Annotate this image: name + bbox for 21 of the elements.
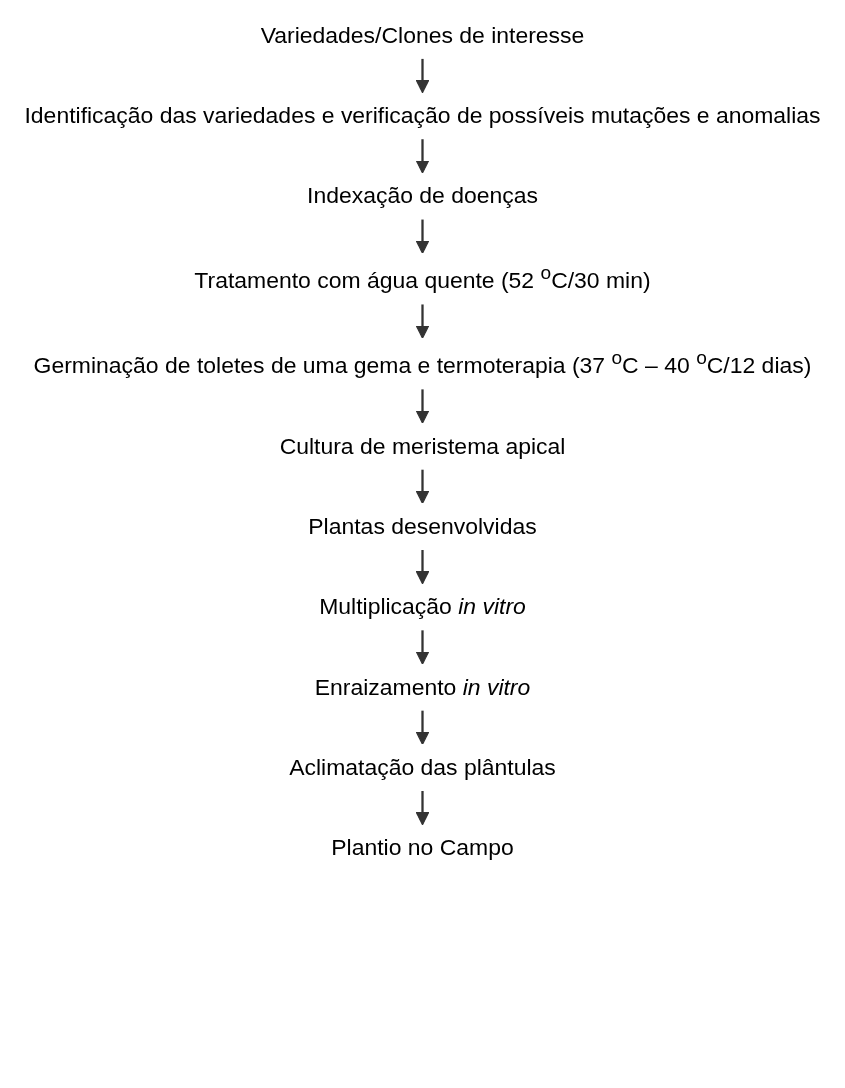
arrow xyxy=(415,304,430,339)
arrow xyxy=(415,550,430,585)
node-text: Aclimatação das plântulas xyxy=(289,753,556,780)
arrow xyxy=(415,58,430,94)
arrow xyxy=(415,710,430,745)
arrow xyxy=(415,389,430,424)
node-text: Germinação de toletes de uma gema e termoterapia (37 $^{o}$C – 40 $^{o}$C/12 dias) xyxy=(33,347,812,378)
arrow xyxy=(415,791,430,826)
node-text: Multiplicação in vitro xyxy=(319,592,526,619)
arrow xyxy=(415,139,430,174)
arrow xyxy=(415,630,430,665)
node-text: Tratamento com água quente (52 $^{o}$C/30 min) xyxy=(194,262,651,293)
arrow xyxy=(415,469,430,504)
node-text: Plantio no Campo xyxy=(331,833,514,860)
node-text: Identificação das variedades e verificação de possíveis mutações e anomalias xyxy=(24,101,821,128)
node-text: Cultura de meristema apical xyxy=(279,432,566,459)
node-text: Plantas desenvolvidas xyxy=(308,512,537,539)
node-text: Indexação de doenças xyxy=(307,182,538,209)
node-text: Variedades/Clones de interesse xyxy=(260,21,585,48)
arrow xyxy=(415,219,430,254)
node-text: Enraizamento in vitro xyxy=(314,673,531,700)
